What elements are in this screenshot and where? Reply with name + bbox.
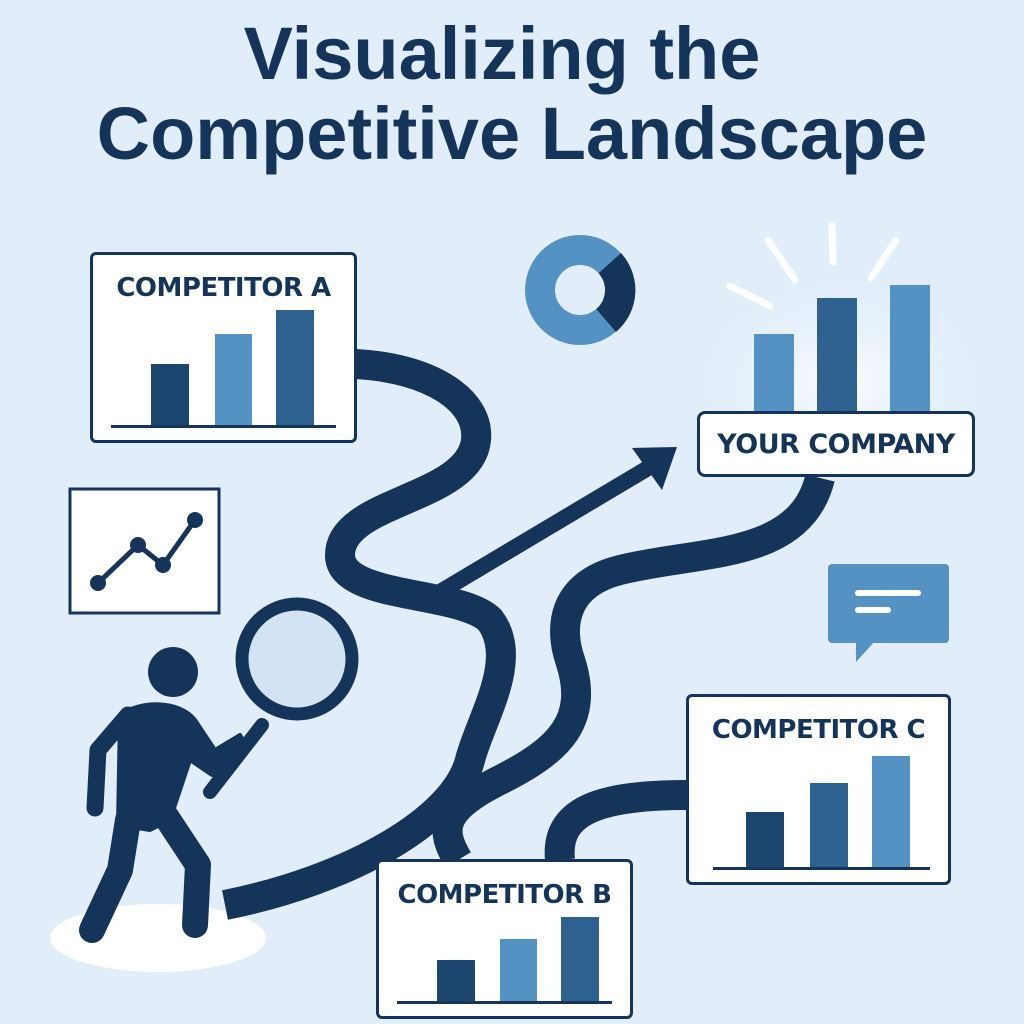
- competitor-c-label: COMPETITOR C: [711, 715, 926, 745]
- baseline: [713, 867, 930, 870]
- competitor-b-card: COMPETITOR B: [376, 859, 633, 1019]
- your-company-label: YOUR COMPANY: [697, 411, 975, 477]
- competitor-c-chart: [689, 697, 948, 882]
- bar: [872, 756, 910, 868]
- page-title: Visualizing the Competitive Landscape: [0, 14, 1024, 174]
- competitor-b-label: COMPETITOR B: [397, 880, 612, 910]
- title-line-2: Competitive Landscape: [96, 92, 928, 175]
- baseline: [111, 425, 336, 428]
- competitor-a-label: COMPETITOR A: [116, 273, 331, 303]
- arrow-icon: [435, 447, 677, 599]
- bar: [810, 783, 848, 868]
- line-chart-icon: [68, 487, 221, 615]
- magnifying-glass-icon: [203, 597, 359, 799]
- your-company-bars: [754, 285, 930, 414]
- road-path-your-company: [432, 473, 835, 868]
- baseline: [397, 1001, 612, 1004]
- competitor-b-chart: [379, 862, 630, 1016]
- bar: [151, 364, 189, 426]
- competitor-a-chart: [93, 255, 354, 440]
- bar: [215, 334, 252, 426]
- bar: [561, 917, 599, 1002]
- title-line-1: Visualizing the: [243, 12, 761, 95]
- speech-bubble-icon: [828, 564, 949, 662]
- bar: [746, 812, 784, 868]
- person-icon: [79, 647, 250, 943]
- competitor-c-card: COMPETITOR C: [686, 694, 951, 885]
- competitor-a-card: COMPETITOR A: [90, 252, 357, 443]
- bar: [437, 960, 475, 1002]
- bar: [276, 310, 314, 426]
- donut-chart-icon: [525, 235, 636, 345]
- road-path-c: [544, 780, 689, 862]
- highlight-rays-icon: [726, 222, 900, 310]
- bar: [500, 939, 537, 1002]
